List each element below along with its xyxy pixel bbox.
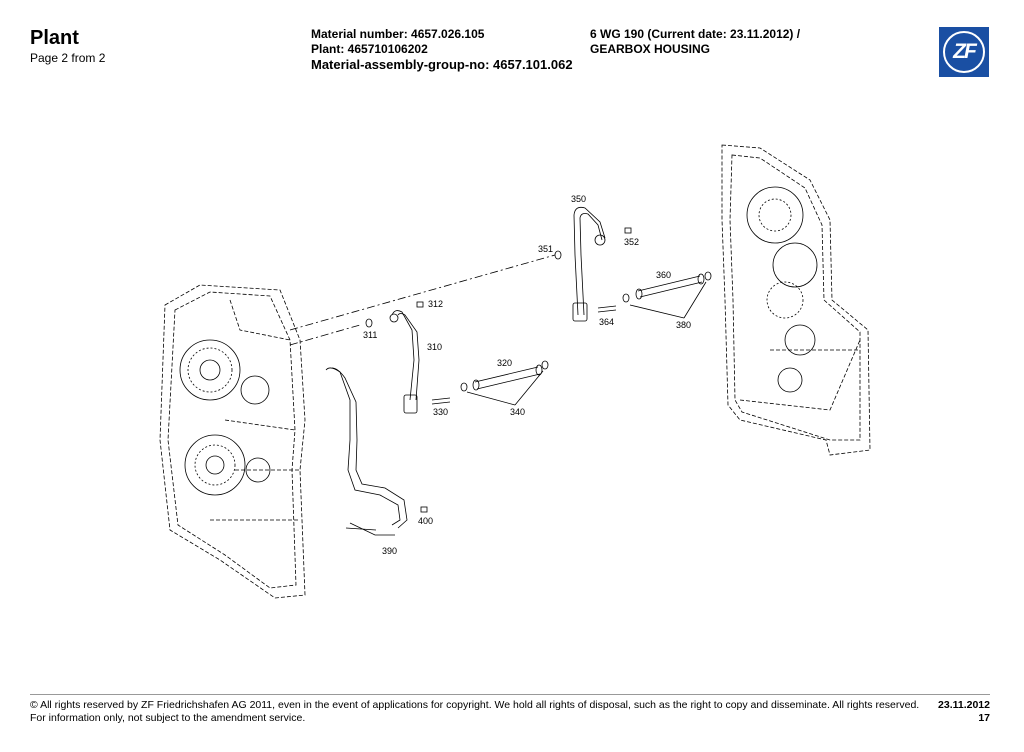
pipe-310 — [389, 310, 420, 414]
label-340: 340 — [510, 407, 525, 417]
leader-340 — [466, 370, 544, 406]
o-ring-340-left — [460, 382, 468, 392]
tube-360 — [635, 273, 705, 300]
page-title: Plant — [30, 27, 79, 49]
label-351: 351 — [538, 244, 553, 254]
material-info: Material number: 4657.026.105 Plant: 465… — [311, 27, 484, 57]
left-housing-gears — [179, 339, 271, 496]
leader-380 — [629, 281, 707, 319]
label-364: 364 — [599, 317, 614, 327]
assembly-line-lower — [289, 324, 361, 346]
tube-320 — [472, 364, 543, 391]
left-housing — [159, 284, 306, 599]
screw-364 — [597, 305, 617, 313]
label-350: 350 — [571, 194, 586, 204]
right-housing — [721, 144, 871, 456]
label-380: 380 — [676, 320, 691, 330]
footer-date: 23.11.2012 — [938, 699, 990, 711]
o-ring-351 — [554, 250, 562, 260]
assembly-line-upper — [289, 254, 556, 331]
zf-logo-ring: ZF — [943, 31, 985, 73]
o-ring-340-right — [541, 360, 549, 370]
pipe-350 — [572, 206, 606, 322]
bolt-400 — [420, 506, 428, 513]
label-400: 400 — [418, 516, 433, 526]
right-housing-gears — [746, 186, 818, 393]
footer-copyright: © All rights reserved by ZF Friedrichsha… — [30, 699, 920, 711]
label-311: 311 — [363, 330, 377, 340]
bolt-352 — [624, 227, 632, 234]
label-310: 310 — [427, 342, 442, 352]
model-date: 6 WG 190 (Current date: 23.11.2012) / — [590, 27, 801, 41]
material-number: Material number: 4657.026.105 — [311, 27, 485, 41]
footer-page-number: 17 — [978, 712, 990, 724]
o-ring-380-right — [704, 271, 712, 281]
label-352: 352 — [624, 237, 639, 247]
footer-divider — [30, 694, 990, 695]
o-ring-380-left — [622, 293, 630, 303]
hose-390 — [325, 367, 408, 536]
page-indicator: Page 2 from 2 — [30, 51, 106, 65]
assembly-name: GEARBOX HOUSING — [590, 42, 711, 56]
model-info: 6 WG 190 (Current date: 23.11.2012) / GE… — [590, 27, 800, 57]
zf-logo: ZF — [939, 27, 989, 77]
label-390: 390 — [382, 546, 397, 556]
label-320: 320 — [497, 358, 512, 368]
label-312: 312 — [428, 299, 443, 309]
plant-number: Plant: 465710106202 — [311, 42, 428, 56]
screw-330 — [431, 397, 451, 405]
material-assembly-group: Material-assembly-group-no: 4657.101.062 — [311, 57, 573, 72]
label-330: 330 — [433, 407, 448, 417]
label-360: 360 — [656, 270, 671, 280]
bolt-312 — [416, 301, 424, 308]
o-ring-311 — [365, 318, 373, 328]
footer-note: For information only, not subject to the… — [30, 712, 306, 724]
